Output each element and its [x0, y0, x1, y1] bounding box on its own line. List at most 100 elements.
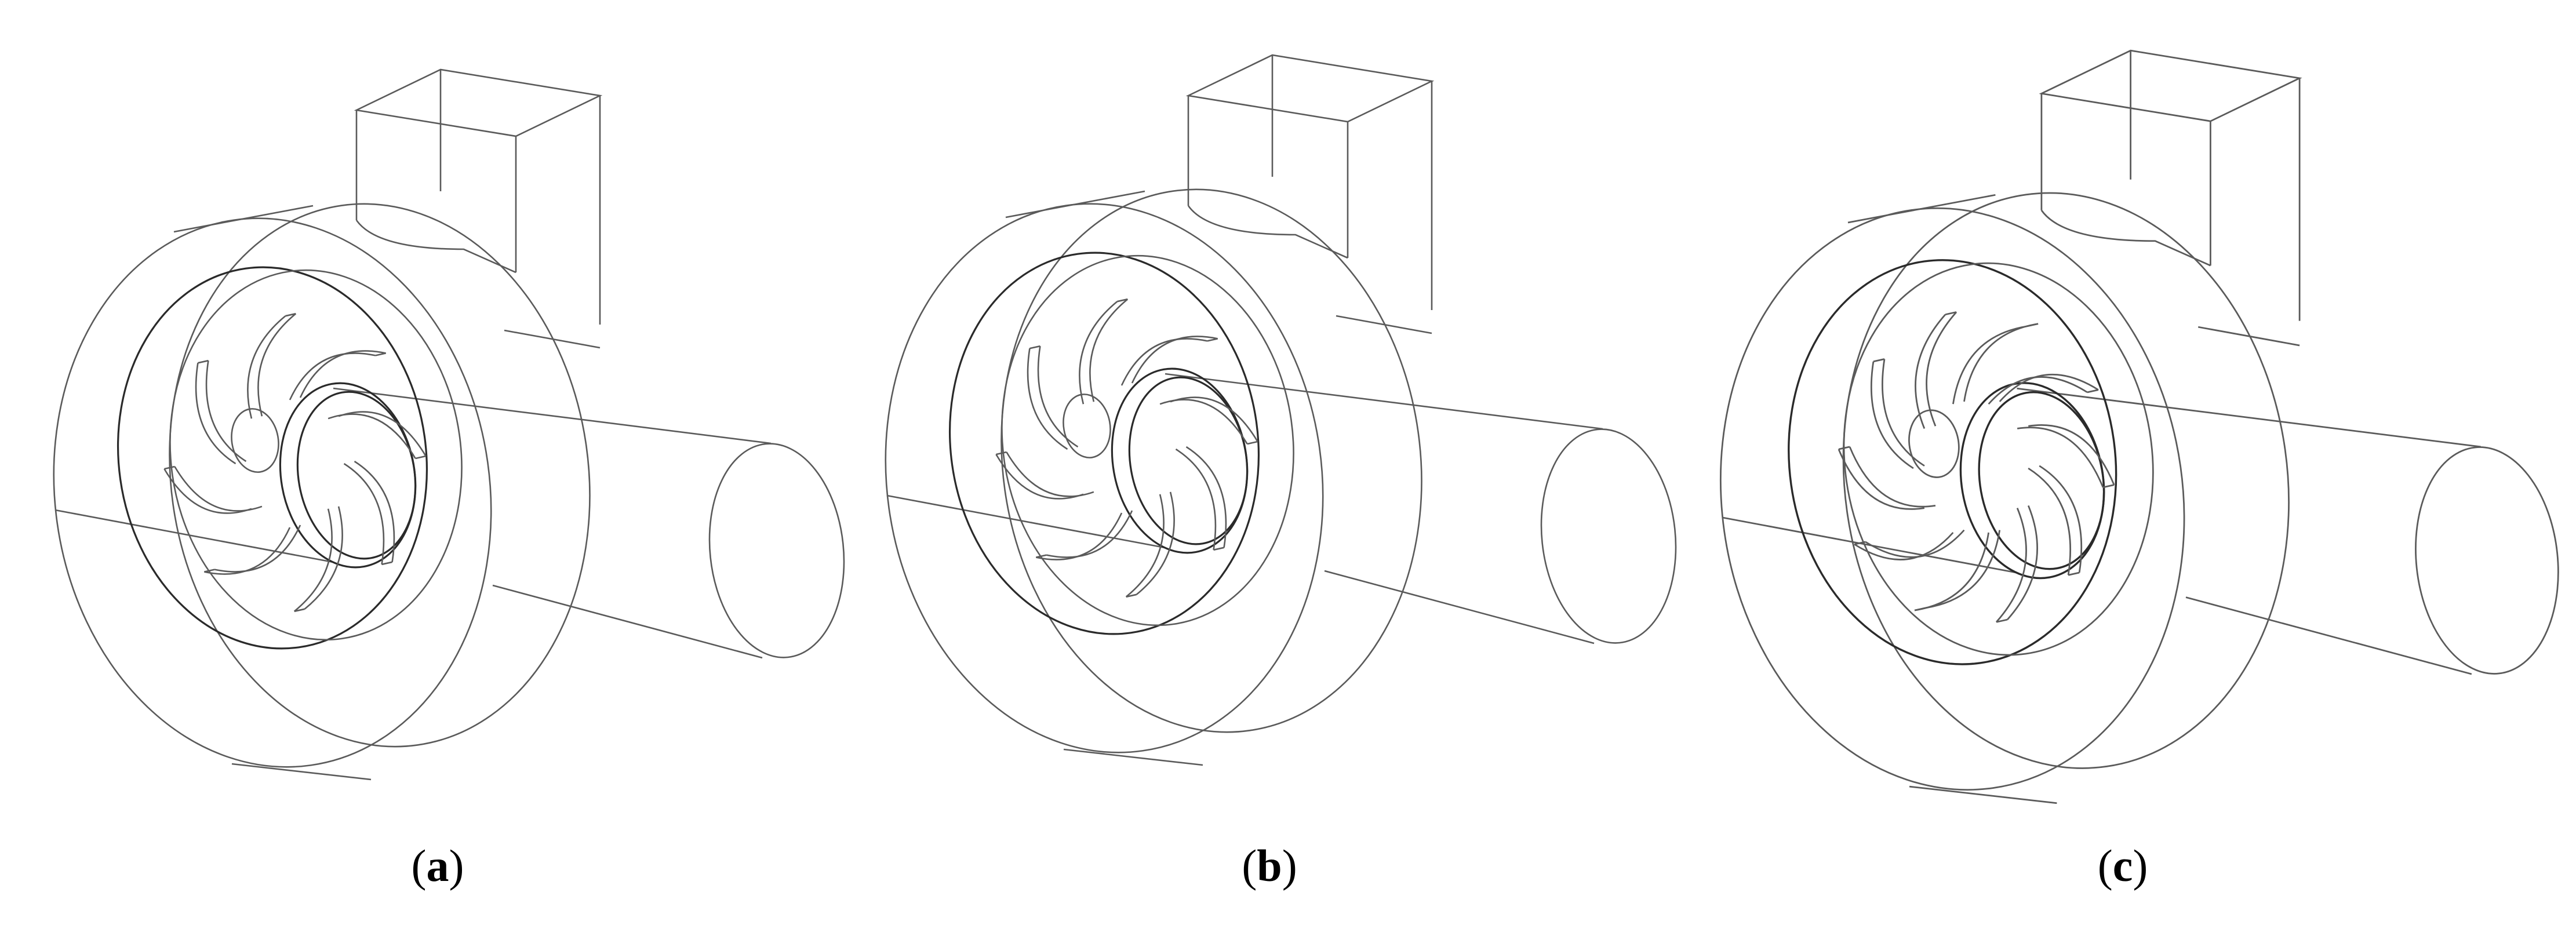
blade-tip: [1247, 440, 1258, 445]
blade-tip: [198, 359, 209, 364]
blade-back-edge: [1963, 323, 2039, 402]
blade-front-edge: [1870, 361, 1914, 469]
hub-shaft: [1908, 409, 1960, 478]
volute-back-outline: [169, 203, 591, 748]
blade-front-edge: [289, 352, 376, 400]
blade-back-edge: [354, 460, 395, 562]
fan-model-panel-a: [53, 68, 845, 781]
blade-tip: [1838, 446, 1850, 450]
impeller-eye-ring: [1959, 382, 2105, 580]
blade-tip: [1873, 358, 1885, 363]
outlet-duct-top: [2039, 49, 2302, 122]
impeller-eye-ring-inner: [1128, 376, 1249, 545]
blade-front-edge: [1027, 348, 1068, 450]
blade-tip: [2068, 571, 2080, 576]
outlet-duct-transition: [355, 220, 516, 274]
inlet-pipe-bottom-edge: [1324, 570, 1595, 644]
blade-back-edge: [2007, 505, 2038, 620]
inlet-pipe-bottom-edge: [2185, 596, 2472, 675]
inlet-pipe-end: [2415, 446, 2559, 675]
impeller-eye-ring-inner: [1978, 391, 2105, 570]
fan-model-panel-c: [1720, 49, 2559, 804]
blade-tip: [1213, 547, 1224, 551]
blade-tip: [2087, 389, 2099, 394]
impeller-shroud-outer: [117, 266, 428, 650]
impeller-eye-ring: [1111, 367, 1249, 554]
inlet-pipe-bottom-edge: [492, 584, 763, 659]
blade-tip: [381, 561, 392, 566]
blade-tip: [1996, 618, 2008, 623]
outlet-duct-transition: [1187, 205, 1348, 259]
inlet-pipe-top-edge: [333, 387, 772, 445]
blade-back-edge: [2028, 424, 2115, 486]
blade-front-edge: [1914, 532, 1989, 611]
blade-front-edge: [1079, 301, 1118, 405]
blade-front-edge: [204, 527, 291, 575]
blade-front-edge: [343, 462, 385, 565]
axis-line: [54, 509, 334, 563]
blade-back-edge: [338, 411, 427, 457]
blade-tip: [1945, 311, 1957, 316]
blade-tip: [285, 312, 296, 317]
blade-front-edge: [195, 363, 237, 465]
blade-back-edge: [2039, 465, 2083, 573]
blade-front-edge: [1838, 449, 1925, 510]
volute-bottom-edge: [231, 763, 372, 781]
blade-back-edge: [299, 350, 386, 398]
blade-front-edge: [328, 413, 416, 459]
inlet-pipe-top-edge: [2017, 387, 2481, 448]
blade-back-edge: [1037, 346, 1079, 448]
impeller-shroud-back: [1843, 262, 2154, 656]
volute-back-outline: [1842, 192, 2290, 769]
panel-label-a: (a): [411, 840, 464, 891]
blade-back-edge: [1131, 336, 1218, 384]
blade-back-edge: [304, 506, 343, 610]
blade-front-edge: [1175, 448, 1217, 550]
blade-back-edge: [1926, 311, 1958, 427]
blade-front-edge: [1854, 531, 1954, 560]
outlet-duct-top: [1185, 54, 1435, 123]
blade-front-edge: [293, 508, 333, 612]
volute-front-outline: [53, 217, 492, 768]
blade-tip: [2102, 484, 2115, 489]
blade-tip: [1036, 554, 1047, 558]
blade-tip: [415, 455, 426, 460]
panel-label-b: (b): [1242, 840, 1297, 891]
outlet-duct-base: [504, 329, 601, 349]
outlet-duct-top: [354, 68, 603, 137]
blade-back-edge: [214, 525, 301, 573]
blade-back-edge: [257, 313, 297, 417]
blade-tip: [1207, 338, 1218, 342]
blade-tip: [294, 608, 305, 613]
blade-back-edge: [1882, 359, 1925, 467]
blade-back-edge: [1865, 529, 1965, 558]
axis-line: [886, 494, 1166, 549]
volute-bottom-edge: [1063, 748, 1203, 766]
blade-front-edge: [247, 315, 286, 419]
volute-top-edge: [1847, 194, 1996, 224]
volute-back-outline: [1000, 188, 1422, 733]
blade-back-edge: [1999, 373, 2099, 402]
blade-back-edge: [205, 360, 247, 462]
blade-front-edge: [2028, 467, 2072, 576]
volute-front-outline: [1720, 207, 2185, 791]
blade-tip: [375, 352, 386, 356]
fan-model-panel-b: [885, 54, 1677, 766]
blade-front-edge: [1915, 314, 1946, 429]
volute-bottom-edge: [1909, 785, 2057, 804]
blade-tip: [1117, 298, 1128, 303]
impeller-eye-ring: [279, 382, 417, 569]
impeller-shroud-back: [1001, 254, 1294, 627]
volute-front-outline: [885, 203, 1324, 753]
blade-front-edge: [1159, 399, 1248, 445]
blade-tip: [1126, 593, 1137, 598]
blade-tip: [996, 451, 1007, 456]
blade-front-edge: [1995, 508, 2027, 623]
inlet-pipe-top-edge: [1165, 373, 1603, 430]
blade-front-edge: [1036, 512, 1123, 560]
blade-tip: [1854, 541, 1866, 545]
blade-back-edge: [1136, 491, 1175, 595]
outlet-duct-base: [2197, 326, 2300, 347]
volute-top-edge: [173, 205, 314, 233]
blade-tip: [1029, 345, 1040, 349]
